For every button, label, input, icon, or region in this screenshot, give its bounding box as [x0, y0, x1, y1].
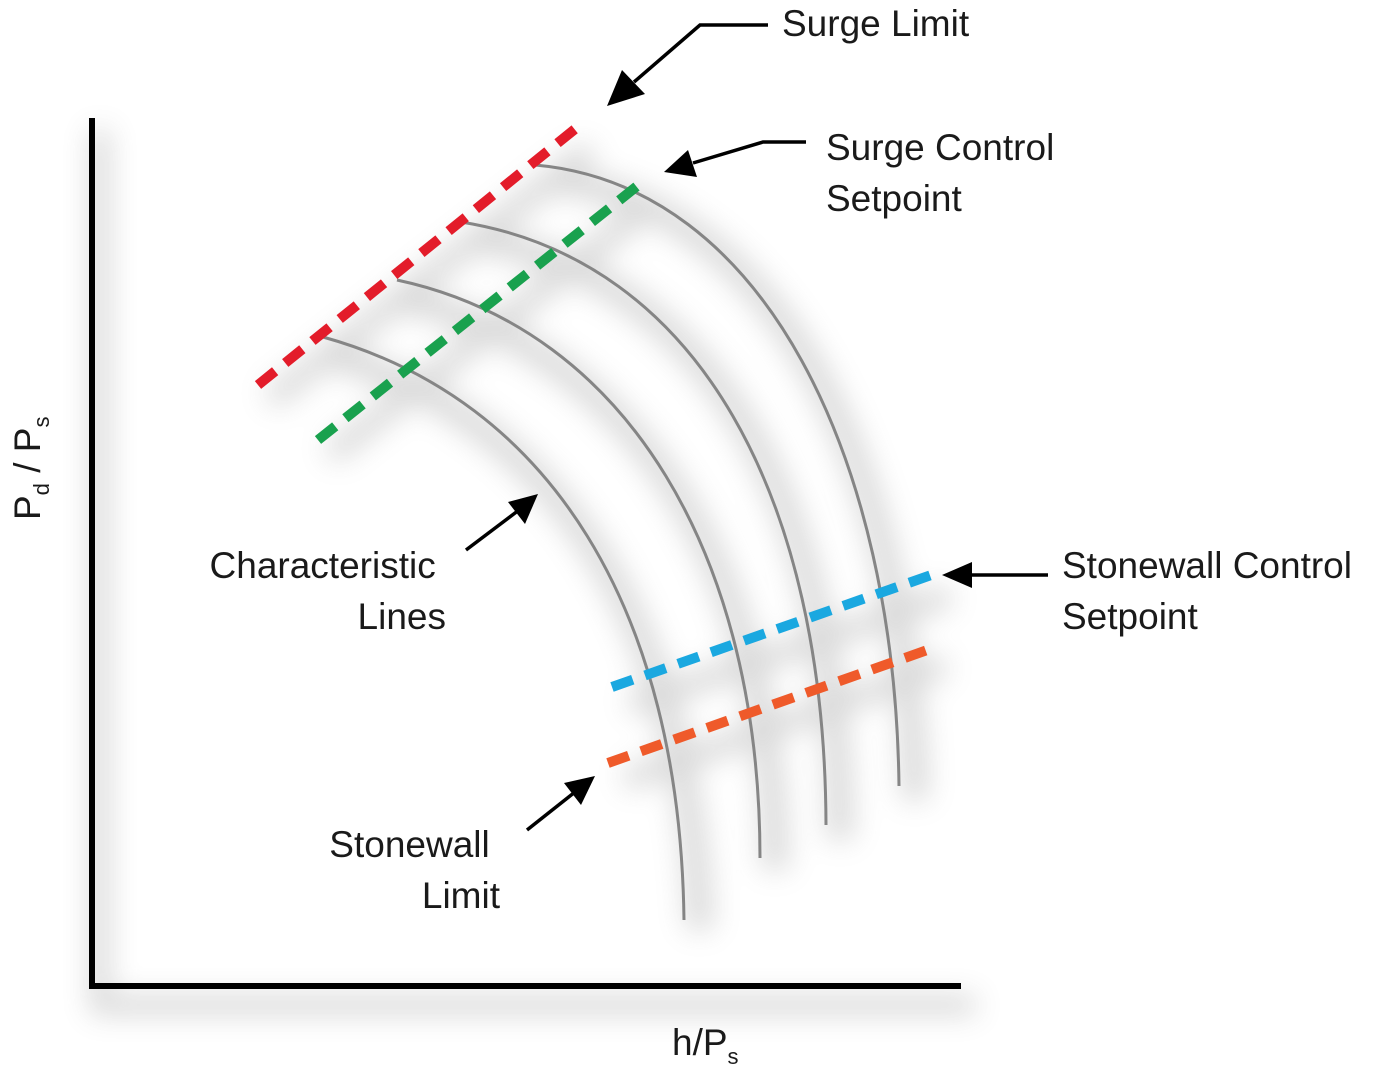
x-axis-label-main: h/P [672, 1022, 728, 1063]
surge-control-setpoint-label-line1: Surge Control [826, 127, 1054, 168]
y-axis-label-main: P [7, 495, 48, 520]
surge-control-setpoint-label-line2: Setpoint [826, 178, 962, 219]
stonewall-limit-label-line2: Limit [422, 875, 501, 916]
stonewall-limit-arrow [525, 776, 595, 832]
characteristic-lines-label-line2: Lines [358, 596, 446, 637]
y-axis-label-sub2: s [29, 417, 54, 428]
stonewall-control-setpoint-label-line1: Stonewall Control [1062, 545, 1352, 586]
characteristic-line-1 [322, 335, 686, 921]
surge-control-setpoint-label: Surge Control Setpoint [826, 127, 1065, 219]
surge-control-arrow [664, 140, 806, 177]
characteristic-lines-arrow [464, 494, 538, 552]
characteristic-line-2 [396, 278, 762, 859]
stonewall-limit-label: Stonewall Limit [329, 824, 500, 916]
stonewall-control-setpoint-label-line2: Setpoint [1062, 596, 1198, 637]
stonewall-control-setpoint-line [610, 568, 939, 692]
stonewall-limit-label-line1: Stonewall [329, 824, 489, 865]
stonewall-control-arrow [942, 562, 1048, 588]
y-axis-label-sep: / P [7, 428, 48, 484]
characteristic-lines-label: Characteristic Lines [210, 545, 446, 637]
characteristic-lines-label-line1: Characteristic [210, 545, 436, 586]
y-axis-label-sub1: d [29, 483, 54, 495]
surge-limit-label: Surge Limit [782, 3, 970, 44]
surge-limit-arrow [607, 23, 768, 106]
x-axis-label: h/Ps [672, 1022, 739, 1069]
stonewall-limit-line [606, 643, 935, 768]
y-axis-label: Pd / Ps [7, 417, 54, 520]
x-axis-label-sub: s [728, 1044, 739, 1069]
stonewall-control-setpoint-label: Stonewall Control Setpoint [1062, 545, 1362, 637]
